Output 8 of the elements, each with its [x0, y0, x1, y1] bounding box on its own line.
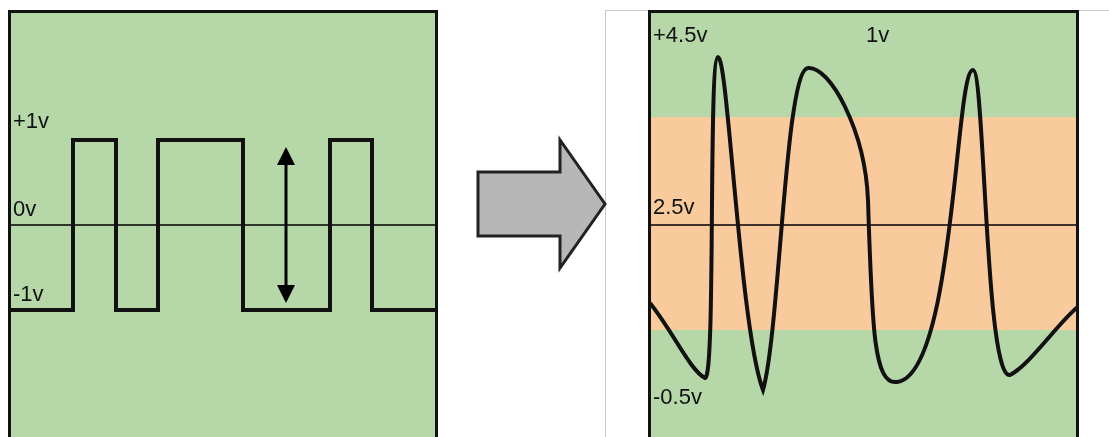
waveform-panel: [8, 10, 438, 437]
voltage-label: 1v: [866, 24, 890, 46]
voltage-label: -1v: [13, 283, 44, 305]
voltage-label: 0v: [13, 198, 37, 220]
voltage-label: +1v: [13, 110, 50, 132]
block-arrow: [476, 135, 607, 273]
voltage-label: -0.5v: [653, 386, 702, 408]
voltage-label: +4.5v: [653, 24, 708, 46]
